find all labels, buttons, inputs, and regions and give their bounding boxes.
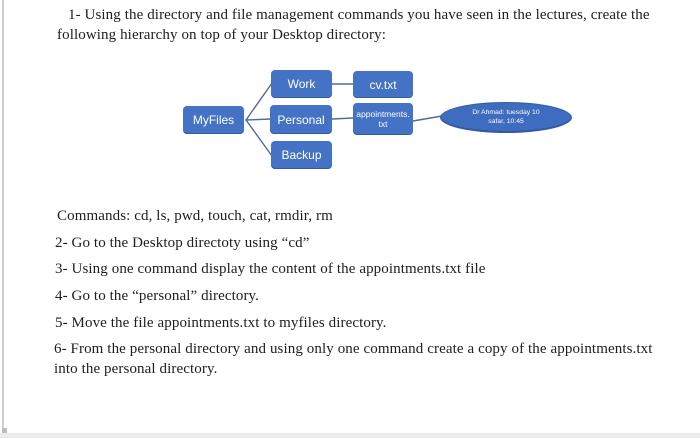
node-cv-txt-label: cv.txt [369,77,397,92]
node-appointments-label-line2: txt [378,119,388,129]
task-2: 2- Go to the Desktop directoty using “cd… [55,235,310,251]
node-work: Work [271,70,332,98]
note-line2: safar, 10:45 [488,117,524,125]
note-line1: Dr Ahmad: tuesday 10 [472,109,540,116]
node-personal: Personal [270,105,332,134]
connector-lines [245,82,443,157]
page-left-edge [2,0,4,431]
node-myfiles: MyFiles [183,106,244,134]
task-3: 3- Using one command display the content… [55,261,486,277]
task-6-line-2: into the personal directory. [54,361,218,377]
commands-line: Commands: cd, ls, pwd, touch, cat, rmdir… [57,208,333,224]
node-backup-label: Backup [281,148,322,162]
node-personal-label: Personal [277,112,325,127]
node-work-label: Work [287,77,316,91]
intro-line-2: following hierarchy on top of your Deskt… [57,27,386,43]
page-bottom-edge [0,433,700,438]
task-6-line-1: 6- From the personal directory and using… [54,341,653,357]
hierarchy-diagram: MyFiles Work Personal Backup cv.txt appo… [150,60,600,190]
task-4: 4- Go to the “personal” directory. [55,288,260,304]
page-corner-mark [2,428,7,434]
node-myfiles-label: MyFiles [192,113,235,127]
node-appointments-txt: appointments. txt [353,103,413,135]
task-5: 5- Move the file appointments.txt to myf… [55,315,387,331]
intro-line-1: 1- Using the directory and file manageme… [68,7,650,23]
node-appointment-note-ellipse: Dr Ahmad: tuesday 10 safar, 10:45 [440,102,572,133]
node-backup: Backup [271,141,332,169]
node-cv-txt: cv.txt [353,71,413,98]
node-appointments-label-line1: appointments. [356,109,410,119]
